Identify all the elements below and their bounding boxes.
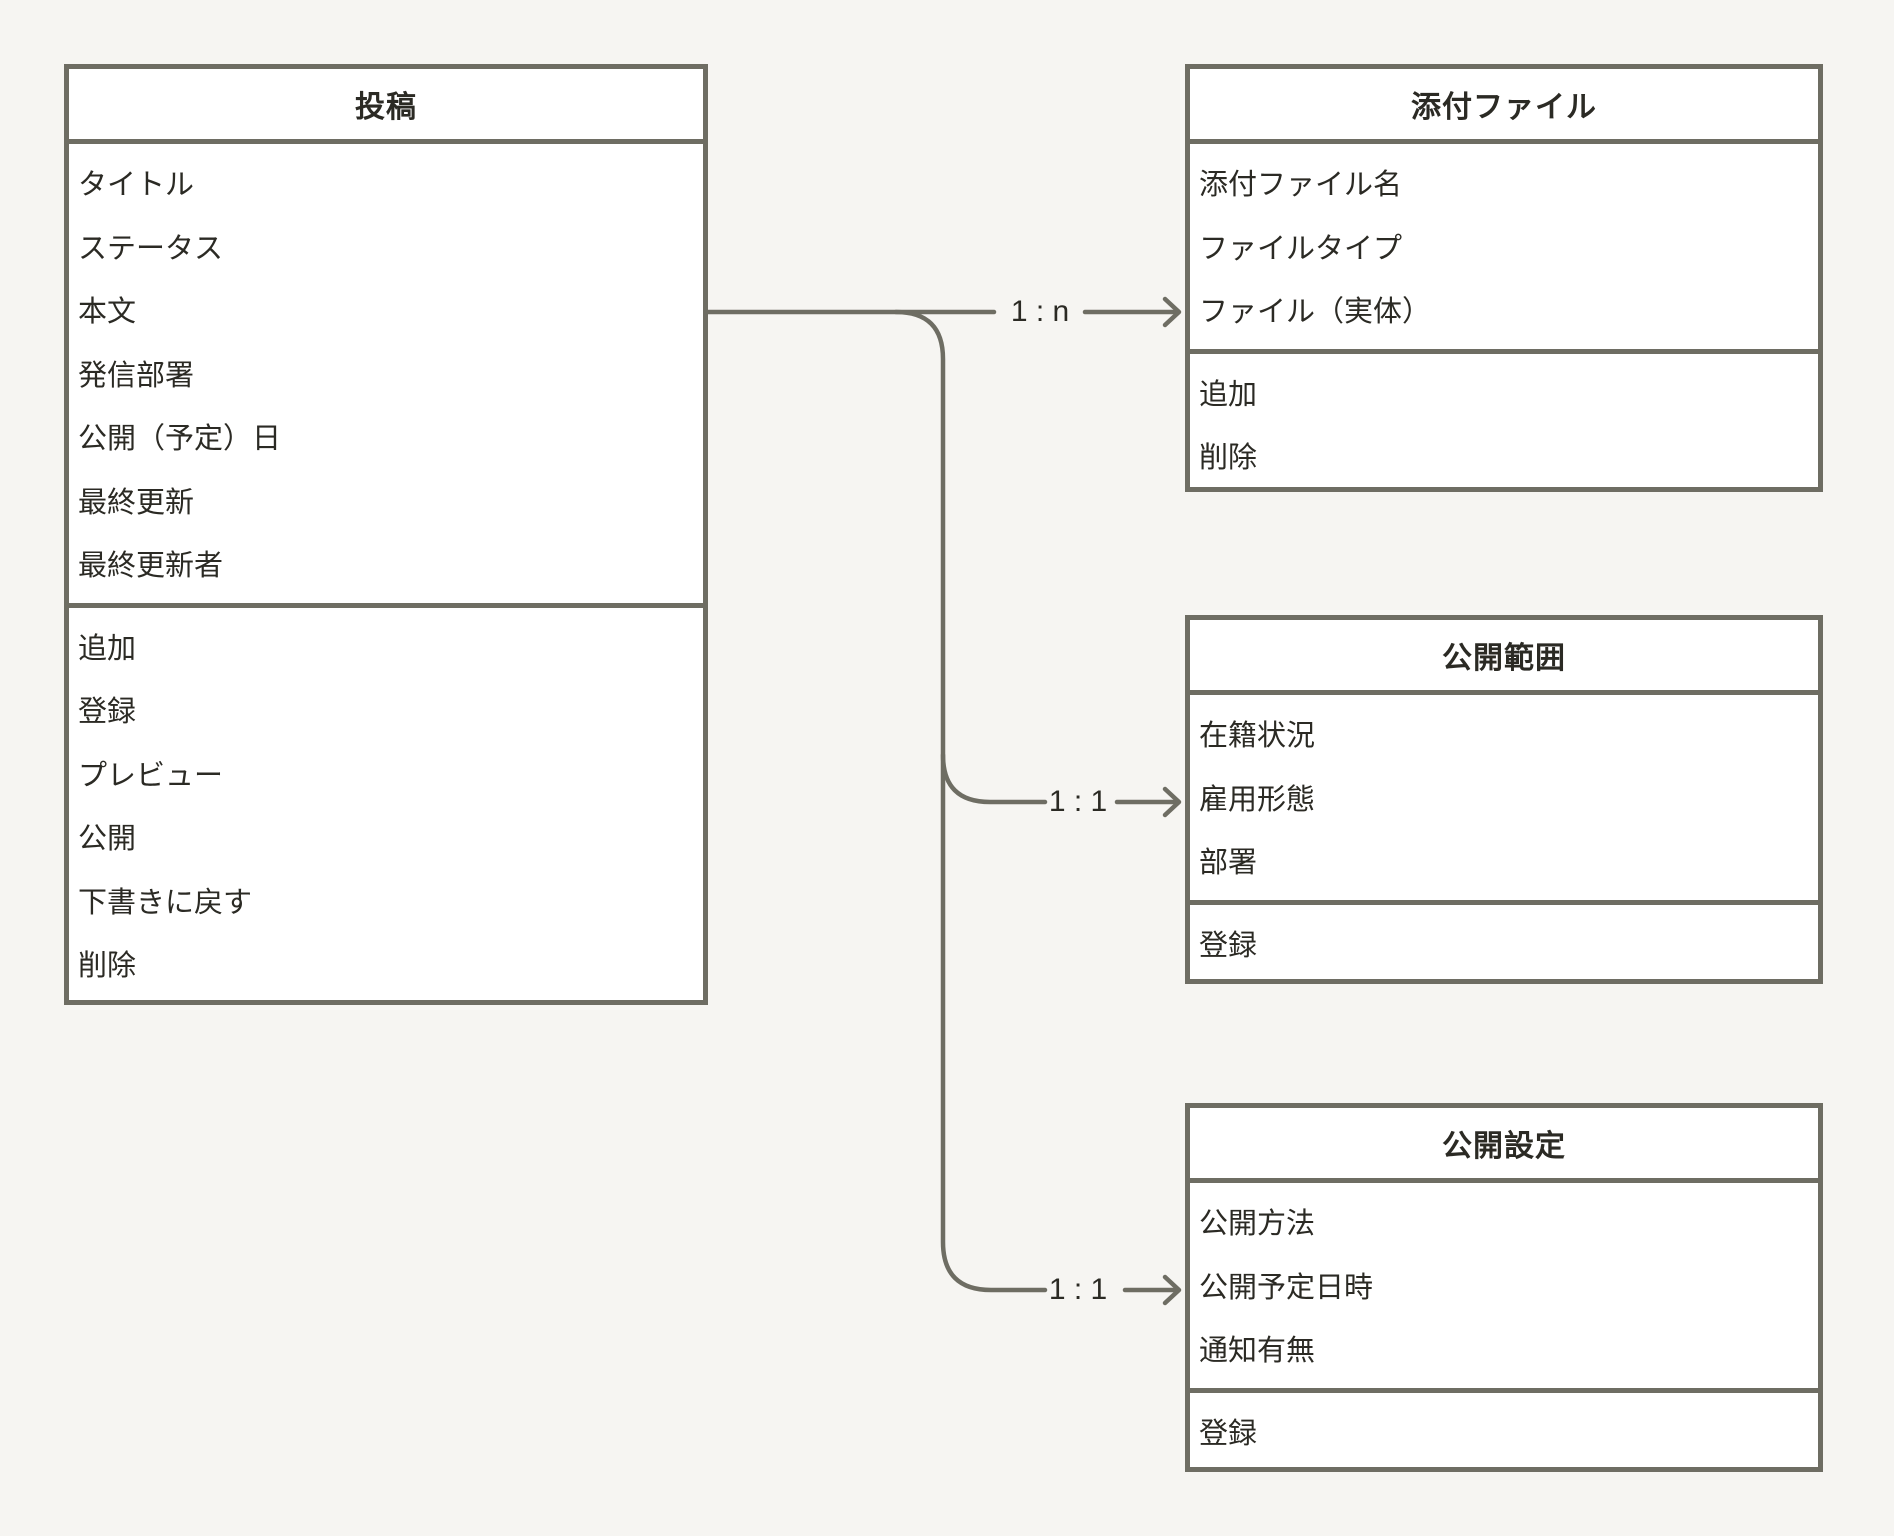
field-label: 本文 <box>78 296 137 328</box>
relation-cardinality-label: 1 : n <box>1010 295 1070 328</box>
fields-section: 添付ファイル名ファイルタイプファイル（実体） <box>1190 144 1818 349</box>
field-label: ステータス <box>78 232 224 265</box>
entity-title: 投稿 <box>69 69 703 144</box>
arrowhead-post-scope-icon <box>1162 786 1182 818</box>
entity-post[interactable]: 投稿 タイトルステータス本文発信部署公開（予定）日最終更新最終更新者 追加登録プ… <box>64 64 708 1005</box>
actions-section: 追加登録プレビュー公開下書きに戻す削除 <box>69 602 703 1001</box>
field-label: ファイル（実体） <box>1199 296 1432 328</box>
field-label: 発信部署 <box>78 359 195 392</box>
connector-post-scope-line <box>940 752 1048 805</box>
action-label: プレビュー <box>78 759 224 792</box>
fields-section: 公開方法公開予定日時通知有無 <box>1190 1183 1818 1388</box>
actions-section: 登録 <box>1190 899 1818 980</box>
actions-section: 登録 <box>1190 1387 1818 1468</box>
action-label: 登録 <box>78 696 137 728</box>
arrowhead-post-settings-icon <box>1162 1274 1182 1306</box>
field-label: 最終更新者 <box>78 550 224 582</box>
action-label: 登録 <box>1199 929 1258 962</box>
entity-attachment[interactable]: 添付ファイル 添付ファイル名ファイルタイプファイル（実体） 追加削除 <box>1185 64 1823 492</box>
field-label: 在籍状況 <box>1199 720 1316 752</box>
field-label: 公開方法 <box>1199 1208 1316 1240</box>
relation-cardinality-label: 1 : 1 <box>1048 785 1108 818</box>
action-label: 公開 <box>78 823 137 855</box>
field-label: ファイルタイプ <box>1199 232 1403 265</box>
relation-cardinality-label: 1 : 1 <box>1048 1273 1108 1306</box>
action-label: 下書きに戻す <box>78 886 253 919</box>
entity-settings[interactable]: 公開設定 公開方法公開予定日時通知有無 登録 <box>1185 1103 1823 1472</box>
field-label: 雇用形態 <box>1199 783 1316 816</box>
field-label: 公開（予定）日 <box>78 423 282 455</box>
entity-scope[interactable]: 公開範囲 在籍状況雇用形態部署 登録 <box>1185 615 1823 984</box>
action-label: 追加 <box>78 632 137 665</box>
field-label: 通知有無 <box>1199 1335 1316 1367</box>
action-label: 追加 <box>1199 378 1258 411</box>
connector-branch-trunk-line <box>893 309 1048 1293</box>
field-label: 最終更新 <box>78 486 195 519</box>
entity-title: 公開範囲 <box>1190 620 1818 695</box>
field-label: 添付ファイル名 <box>1199 169 1403 201</box>
actions-section: 追加削除 <box>1190 348 1818 488</box>
arrowhead-post-attachment-icon <box>1162 296 1182 328</box>
entity-title: 公開設定 <box>1190 1108 1818 1183</box>
entity-title: 添付ファイル <box>1190 69 1818 144</box>
fields-section: 在籍状況雇用形態部署 <box>1190 695 1818 900</box>
field-label: 部署 <box>1199 847 1258 879</box>
field-label: タイトル <box>78 169 195 201</box>
fields-section: タイトルステータス本文発信部署公開（予定）日最終更新最終更新者 <box>69 144 703 603</box>
action-label: 登録 <box>1199 1417 1258 1450</box>
action-label: 削除 <box>1199 442 1258 474</box>
field-label: 公開予定日時 <box>1199 1271 1374 1304</box>
action-label: 削除 <box>78 950 137 982</box>
